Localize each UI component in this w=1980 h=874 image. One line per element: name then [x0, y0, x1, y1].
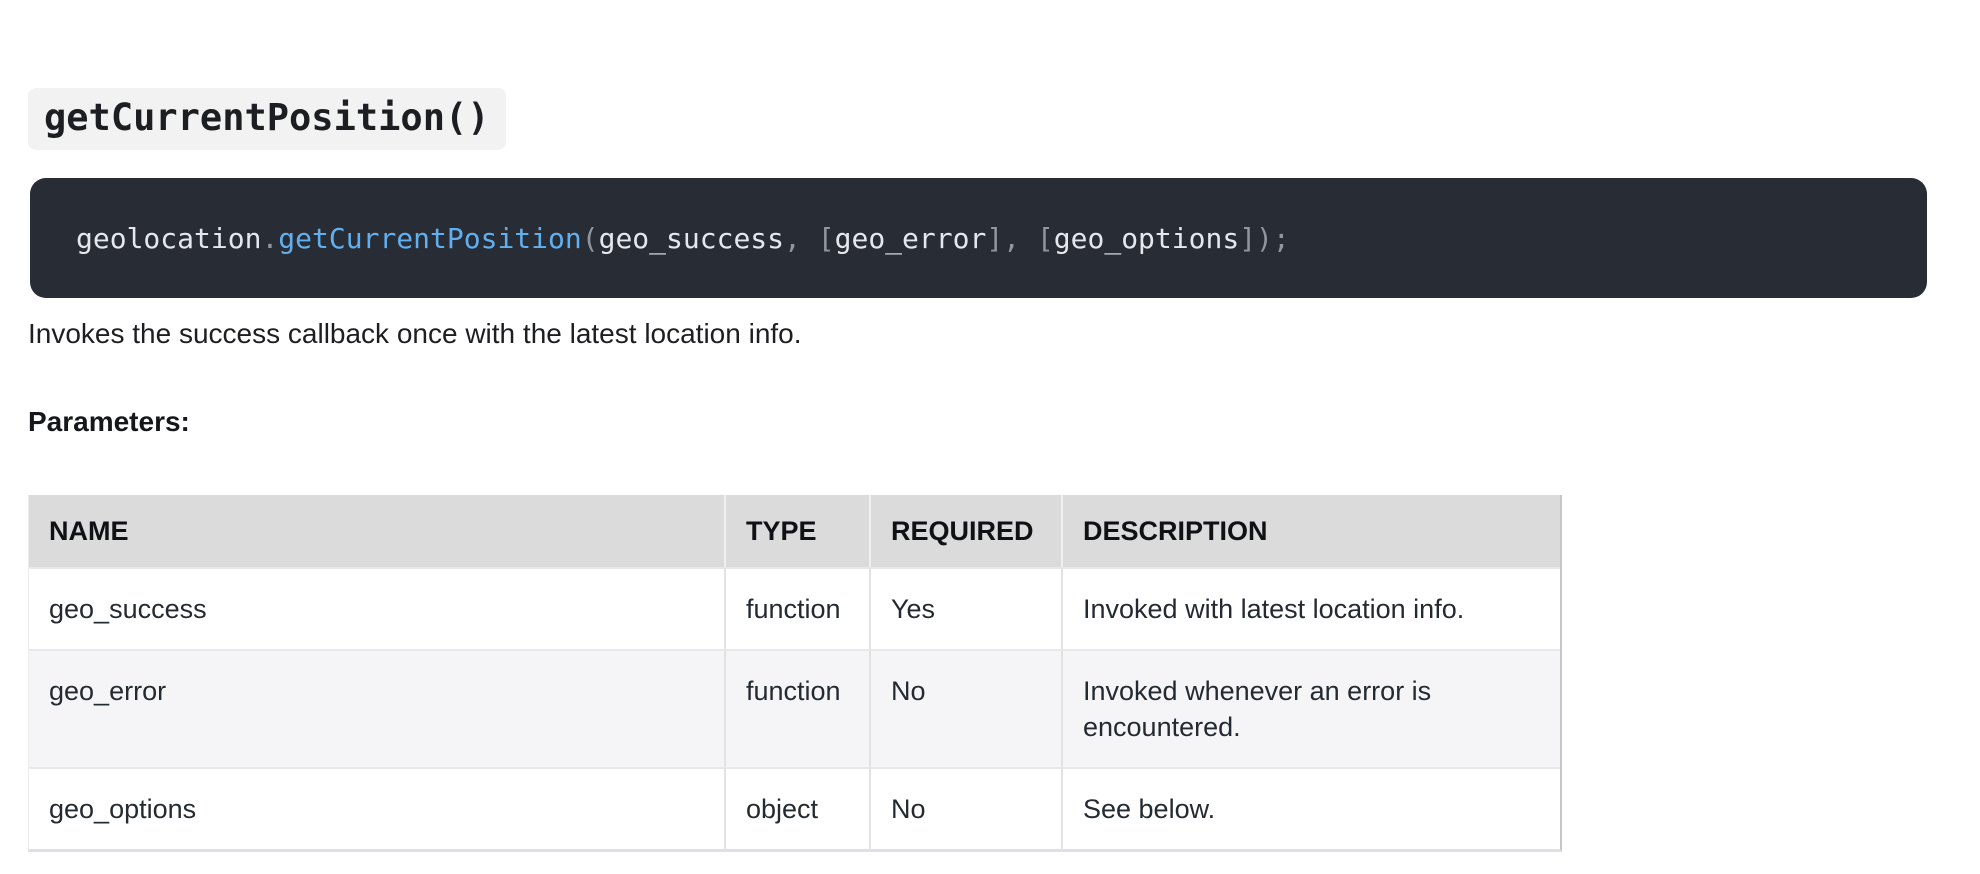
- code-token-plain: geo_success: [598, 221, 785, 255]
- column-header-type: TYPE: [724, 495, 869, 567]
- cell-name: geo_success: [29, 567, 724, 649]
- code-token-punct: ,: [784, 221, 818, 255]
- code-token-plain: geo_error: [834, 221, 987, 255]
- column-header-required: REQUIRED: [869, 495, 1061, 567]
- code-token-plain: geolocation: [76, 221, 262, 255]
- parameters-table: NAME TYPE REQUIRED DESCRIPTION geo_succe…: [28, 495, 1562, 852]
- cell-description: Invoked with latest location info.: [1061, 567, 1560, 649]
- code-token-punct: [: [817, 221, 835, 255]
- cell-type: function: [724, 567, 869, 649]
- cell-type: object: [724, 767, 869, 849]
- column-header-name: NAME: [29, 495, 724, 567]
- cell-type: function: [724, 649, 869, 767]
- code-token-punct: (: [581, 221, 599, 255]
- code-token-function: getCurrentPosition: [278, 221, 582, 255]
- parameters-table-header: NAME TYPE REQUIRED DESCRIPTION: [29, 495, 1560, 567]
- cell-required: No: [869, 649, 1061, 767]
- cell-description: Invoked whenever an error is encountered…: [1061, 649, 1560, 767]
- method-description: Invokes the success callback once with t…: [28, 318, 802, 349]
- cell-description: See below.: [1061, 767, 1560, 849]
- cell-name: geo_error: [29, 649, 724, 767]
- code-token-plain: geo_options: [1053, 221, 1240, 255]
- cell-name: geo_options: [29, 767, 724, 849]
- method-heading: getCurrentPosition(): [28, 87, 506, 151]
- cell-required: No: [869, 767, 1061, 849]
- code-token-punct: [: [1036, 221, 1054, 255]
- code-token-punct: ]);: [1239, 221, 1290, 255]
- code-token-punct: .: [261, 221, 279, 255]
- code-block: geolocation.getCurrentPosition(geo_succe…: [30, 178, 1927, 298]
- cell-required: Yes: [869, 567, 1061, 649]
- column-header-description: DESCRIPTION: [1061, 495, 1560, 567]
- parameters-label: Parameters:: [28, 406, 190, 437]
- code-line: geolocation.getCurrentPosition(geo_succe…: [76, 222, 1290, 255]
- code-token-punct: ],: [986, 221, 1037, 255]
